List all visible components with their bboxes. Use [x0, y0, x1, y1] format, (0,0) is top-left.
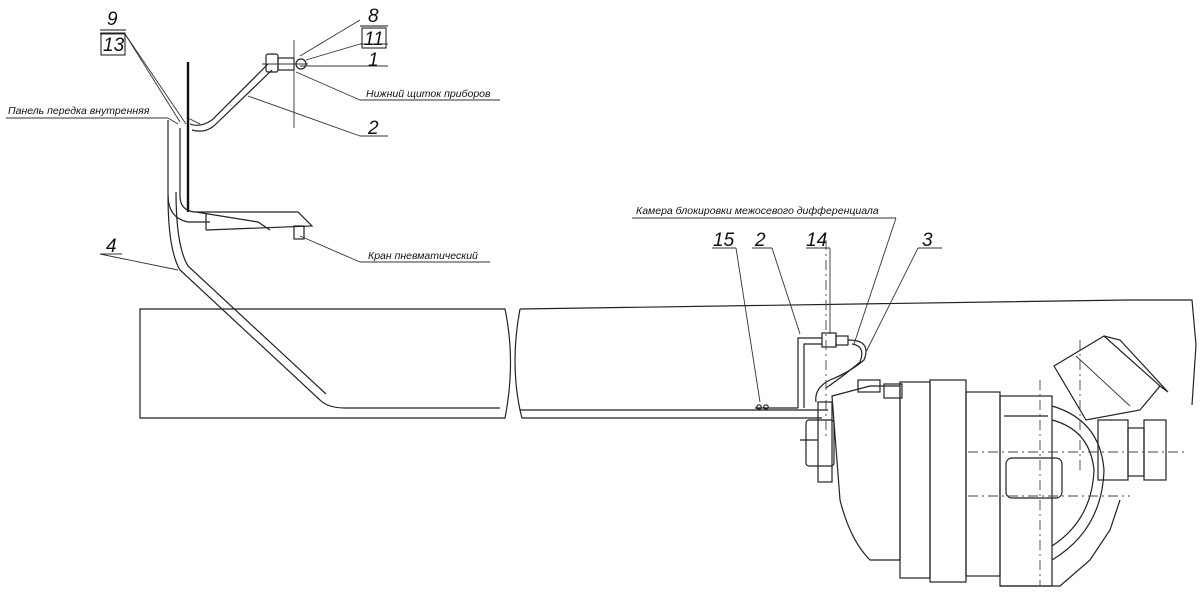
label-lower-dash: Нижний щиток приборов — [366, 88, 491, 100]
valve-fitting-top — [262, 40, 308, 128]
leader-lines-right — [632, 217, 942, 440]
frame-rail-right — [514, 299, 1197, 419]
callout-11: 11 — [364, 29, 384, 50]
callout-3: 3 — [922, 230, 933, 251]
tube-4 — [167, 191, 500, 409]
leader-lines-left — [6, 19, 500, 271]
callout-2-top: 2 — [367, 118, 379, 139]
callout-4: 4 — [106, 236, 117, 257]
label-front-panel: Панель передка внутренняя — [8, 105, 150, 117]
label-diff-lock-chamber: Камера блокировки межосевого дифференциа… — [636, 205, 879, 217]
tube-15-route — [755, 337, 822, 410]
frame-rail-left — [139, 308, 512, 419]
callout-9: 9 — [107, 9, 118, 30]
callout-8: 8 — [368, 6, 379, 27]
drive-axle-assembly — [800, 335, 1186, 587]
callout-1: 1 — [368, 50, 379, 71]
label-pneumatic-valve: Кран пневматический — [368, 250, 478, 262]
cab-front-panel — [167, 62, 314, 240]
tube-2-top — [187, 63, 273, 132]
callout-13: 13 — [103, 35, 125, 56]
callout-15: 15 — [713, 230, 735, 251]
callout-2-mid: 2 — [754, 230, 766, 251]
diff-chamber-fitting — [815, 332, 867, 403]
callout-14: 14 — [806, 230, 827, 251]
